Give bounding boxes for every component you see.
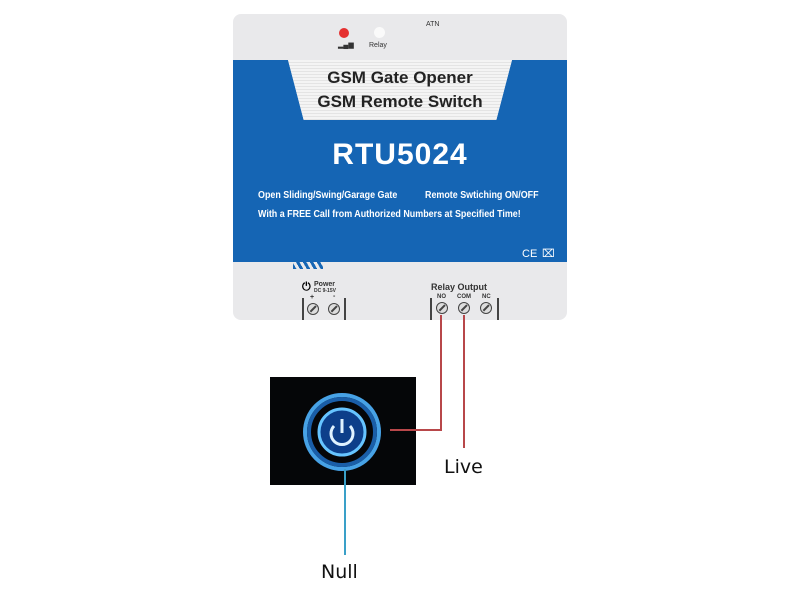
- power-voltage: DC 9-15V: [314, 288, 336, 294]
- relay-led: [374, 27, 385, 38]
- switch-ring-inner: [307, 397, 377, 467]
- signal-icon: ▂▄▆: [338, 42, 354, 49]
- terminal-divider: [344, 298, 346, 320]
- plus-label: +: [310, 294, 315, 301]
- power-icon: [329, 424, 355, 446]
- live-label: Live: [444, 456, 483, 478]
- title-plate: [288, 60, 512, 120]
- nc-label: NC: [482, 294, 491, 300]
- relay-led-label: Relay: [369, 42, 387, 49]
- power-plus-terminal: [307, 303, 319, 315]
- com-terminal: [458, 302, 470, 314]
- desc-line2: With a FREE Call from Authorized Numbers…: [258, 208, 521, 220]
- relay-output-label: Relay Output: [431, 282, 488, 292]
- null-label: Null: [321, 561, 358, 583]
- terminal-divider: [430, 298, 432, 320]
- desc-right: Remote Swtiching ON/OFF: [425, 189, 539, 201]
- power-label: Power: [314, 281, 336, 288]
- no-terminal: [436, 302, 448, 314]
- power-minus-terminal: [328, 303, 340, 315]
- terminal-divider: [302, 298, 304, 320]
- signal-led: [339, 28, 349, 38]
- nc-terminal: [480, 302, 492, 314]
- title-line1: GSM Gate Opener: [327, 68, 473, 87]
- vent-stripes: [293, 262, 323, 269]
- minus-label: -: [333, 293, 336, 300]
- switch-ring: [303, 393, 381, 471]
- title-line2: GSM Remote Switch: [317, 92, 483, 111]
- no-label: NO: [437, 294, 446, 300]
- model-name: RTU5024: [332, 138, 468, 171]
- weee-icon: ⌧: [542, 248, 555, 260]
- power-icon: ⏻: [302, 281, 311, 293]
- com-label: COM: [457, 294, 471, 300]
- ce-mark: CE: [522, 248, 538, 260]
- atn-label: ATN: [426, 21, 440, 28]
- desc-left: Open Sliding/Swing/Garage Gate: [258, 189, 398, 201]
- terminal-divider: [497, 298, 499, 320]
